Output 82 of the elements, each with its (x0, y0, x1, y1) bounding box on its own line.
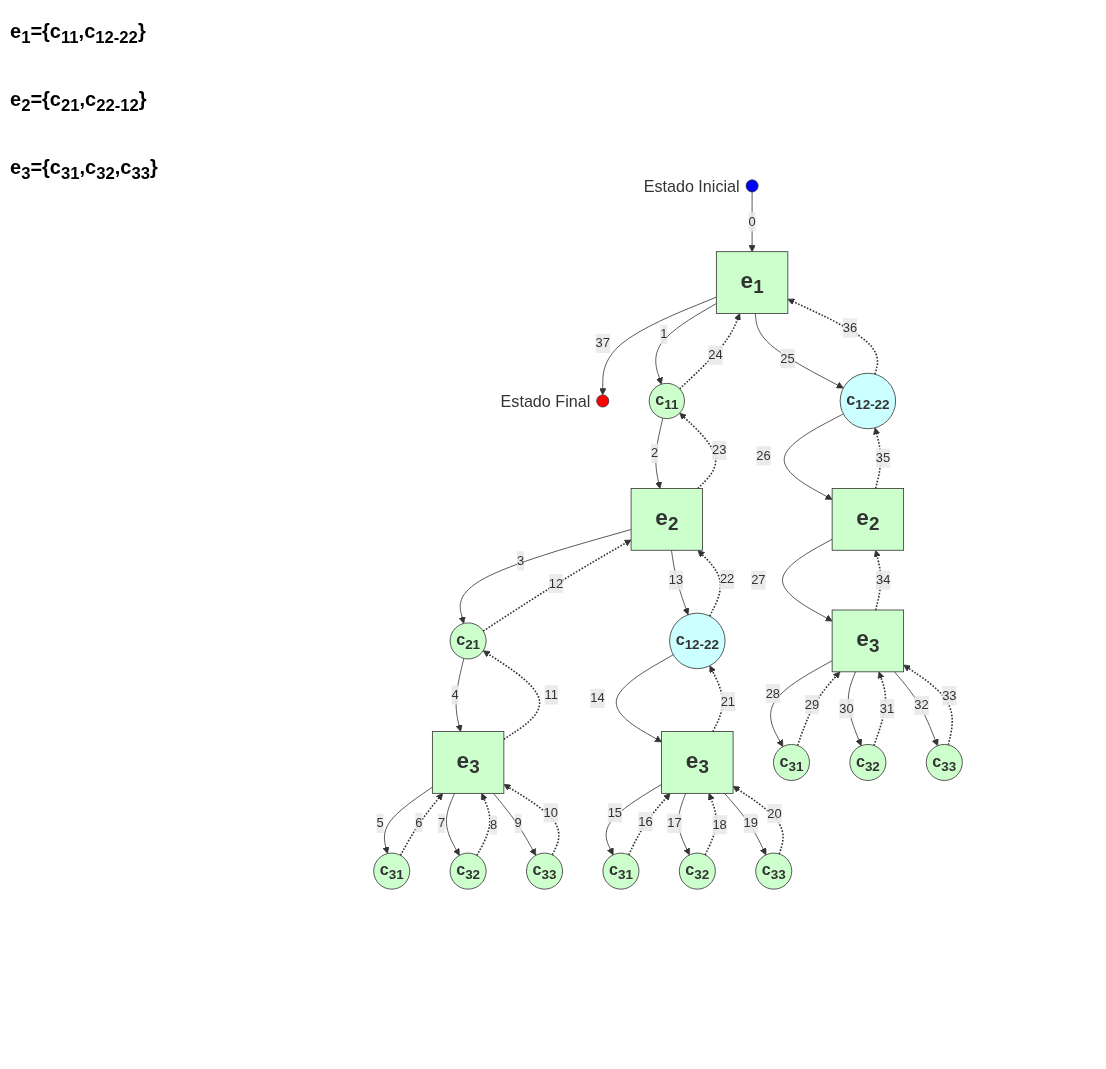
arrow (399, 793, 444, 857)
set-label: e$_{1}$={c$_{11}$,c$_{12-22}$} (10, 20, 147, 48)
edge-label: 1 (660, 327, 668, 341)
arrow (697, 549, 722, 617)
arrow (873, 671, 887, 747)
arrow (679, 412, 717, 490)
edge-label: 18 (712, 817, 727, 832)
edge-label: 19 (743, 815, 758, 830)
arrow (873, 427, 882, 490)
arrow (482, 650, 541, 740)
state-caption: Estado Inicial (643, 176, 740, 195)
edge-label: 24 (708, 347, 723, 362)
edge-label: 2 (651, 446, 659, 460)
edge-label: 36 (842, 320, 858, 335)
edge-label: 25 (780, 351, 795, 366)
edge-label: 35 (875, 450, 891, 465)
edge-label: 14 (590, 691, 605, 705)
node-circle: c$_{33}$ (755, 852, 793, 890)
arrow (903, 664, 953, 746)
arrow (787, 298, 879, 375)
node-box: e$_{3}$ (661, 731, 734, 794)
edge-label: 31 (879, 701, 895, 716)
edge-label: 33 (942, 688, 957, 703)
set-label: e$_{2}$={c$_{21}$,c$_{22-12}$} (10, 88, 148, 116)
arrow (873, 549, 882, 611)
node-box: e$_{3}$ (431, 731, 505, 794)
arrow (476, 793, 491, 857)
edge-label: 21 (720, 694, 736, 709)
edge-label: 30 (839, 701, 854, 716)
arrow (627, 793, 671, 856)
arrow (704, 793, 717, 856)
edge-label: 5 (376, 815, 384, 830)
node-circle (745, 179, 759, 193)
edge-label: 32 (914, 698, 929, 712)
node-circle: c$_{12-22}$ (839, 372, 897, 430)
edge-label: 20 (767, 806, 782, 821)
node-circle: c$_{31}$ (602, 852, 640, 890)
node-box: e$_{1}$ (715, 251, 789, 314)
edge-label: 27 (751, 572, 766, 587)
node-circle: c$_{31}$ (373, 852, 411, 890)
set-label: e$_{3}$={c$_{31}$,c$_{32}$,c$_{33}$} (10, 156, 159, 184)
edge-label: 22 (719, 572, 735, 586)
arrow (732, 785, 784, 855)
edge-label: 16 (638, 814, 653, 828)
edge-label: 12 (548, 576, 564, 591)
node-circle (596, 394, 610, 408)
edge-label: 6 (415, 815, 423, 829)
node-circle: c$_{33}$ (925, 744, 963, 781)
edge-label: 11 (544, 687, 558, 702)
arrow (709, 665, 724, 733)
state-caption: Estado Final (500, 391, 591, 410)
edge-label: 10 (543, 805, 558, 820)
arrow (503, 784, 560, 856)
node-circle: c$_{12-22}$ (669, 612, 726, 670)
edge-label: 23 (711, 443, 727, 457)
node-box: e$_{2}$ (630, 488, 703, 551)
edge-label: 28 (765, 686, 781, 701)
edge-label: 37 (595, 336, 610, 350)
node-circle: c$_{11}$ (648, 382, 685, 420)
node-circle: c$_{33}$ (526, 852, 563, 890)
edge-label: 0 (748, 214, 756, 229)
edge-label: 26 (756, 448, 771, 463)
edge-label: 8 (490, 817, 498, 832)
node-circle: c$_{32}$ (678, 852, 716, 890)
node-box: e$_{3}$ (831, 609, 905, 673)
edge-label: 15 (607, 805, 623, 820)
edge-label: 4 (451, 687, 459, 702)
node-box: e$_{2}$ (831, 488, 905, 551)
edge-label: 3 (516, 553, 525, 568)
arrow (796, 671, 841, 747)
edge-label: 9 (514, 815, 522, 830)
edge-label: 17 (667, 815, 682, 830)
arrow (482, 539, 632, 632)
node-circle: c$_{32}$ (449, 852, 487, 890)
node-circle: c$_{32}$ (849, 744, 887, 781)
node-circle: c$_{21}$ (449, 622, 487, 660)
edge-label: 13 (668, 572, 684, 587)
edge-label: 34 (875, 572, 891, 587)
node-circle: c$_{31}$ (773, 744, 810, 781)
arrow (678, 313, 741, 390)
edge-label: 7 (437, 815, 446, 830)
edge-label: 29 (804, 697, 820, 712)
